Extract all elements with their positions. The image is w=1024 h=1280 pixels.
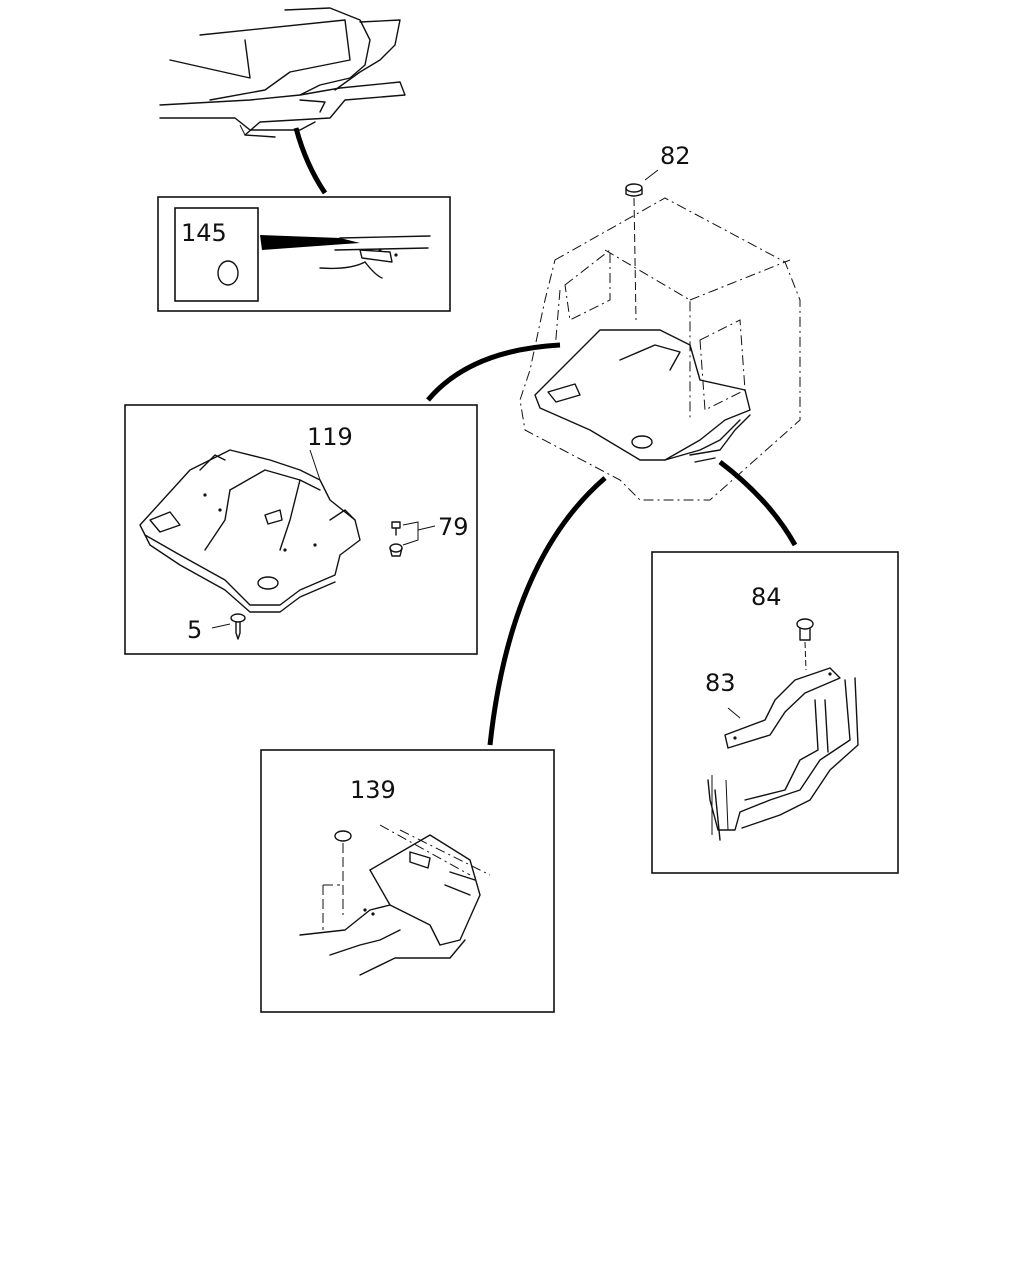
detail-box-145 [157,196,451,312]
plug-145 [217,260,239,286]
callout-139: 139 [350,776,396,804]
detail-box-119 [124,404,478,655]
leader-119 [426,342,561,402]
leader-84 [718,460,798,547]
detail-box-139 [260,749,555,1013]
callout-5: 5 [187,616,202,644]
plug-82 [625,169,659,321]
detail-box-84-83 [651,551,899,874]
cab-detail-top [159,7,406,138]
callout-145: 145 [181,219,227,247]
callout-119: 119 [307,423,353,451]
plug-139 [334,830,352,842]
main-cab [519,197,801,501]
callout-83: 83 [705,669,736,697]
callout-84: 84 [751,583,782,611]
callout-82: 82 [660,142,691,170]
leader-top [293,127,328,195]
callout-79: 79 [438,513,469,541]
leader-139 [487,476,607,746]
